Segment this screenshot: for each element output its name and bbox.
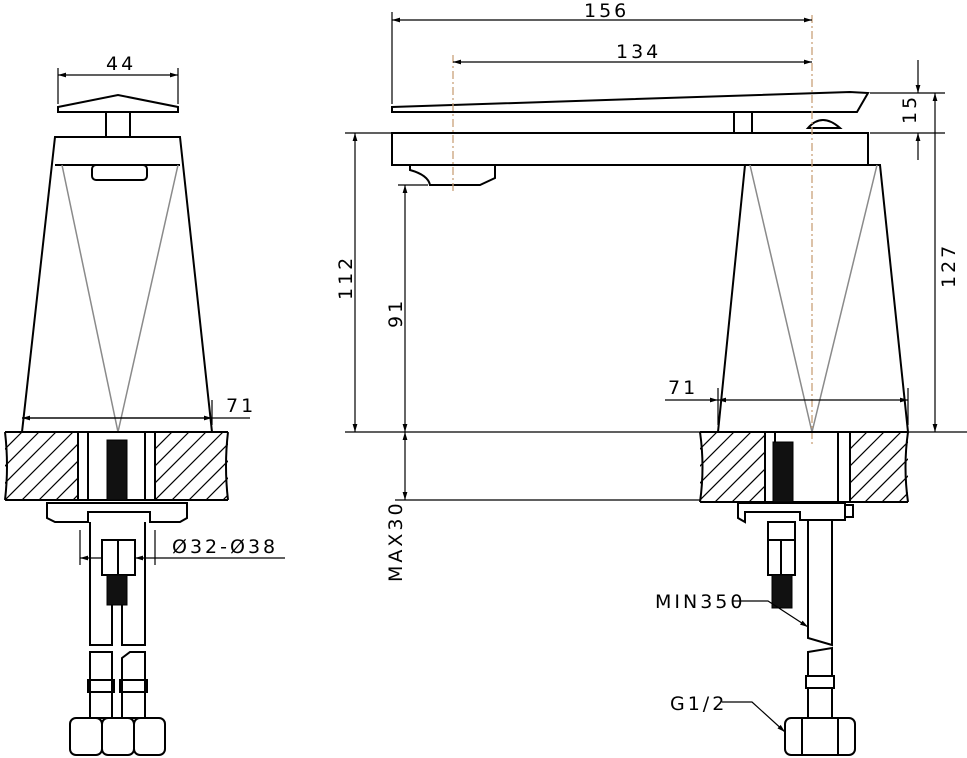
thread-label: G1/2: [670, 693, 727, 715]
hatch-line: [957, 432, 967, 512]
tap-body: [20, 136, 214, 433]
hatch-line: [5, 432, 57, 484]
hatch-line: [824, 432, 904, 512]
hatch-line: [5, 432, 23, 450]
hatch-line: [700, 432, 752, 484]
hatch-line: [188, 460, 228, 500]
tap-body-side: [716, 164, 910, 433]
hatch-line: [55, 477, 78, 500]
hatch-line: [5, 432, 74, 500]
hatch-line: [731, 468, 765, 502]
hatch-line: [756, 432, 836, 512]
base-width-right-label: 71: [668, 377, 698, 399]
hatch-line: [700, 432, 735, 467]
max-thickness-label: MAX30: [385, 500, 407, 582]
spout-thickness-label: 15: [899, 94, 921, 124]
hatch-line: [850, 432, 902, 484]
front-view: Ø32-Ø38 44 71: [4, 53, 393, 756]
hatch-line: [72, 494, 78, 500]
connection-nut: [784, 717, 856, 756]
hose-length-label: MIN350: [655, 591, 745, 613]
hatch-line: [850, 441, 908, 501]
handle: [57, 93, 179, 113]
handle-width-label: 44: [106, 53, 136, 75]
hatch-line: [155, 432, 173, 450]
spout: [391, 132, 869, 166]
hatch-line: [155, 432, 190, 467]
hatch-line: [881, 475, 908, 502]
spout-reach-label: 134: [616, 41, 661, 63]
hatch-line: [906, 432, 967, 512]
hatch-line: [38, 460, 78, 500]
hatch-line: [841, 432, 921, 512]
hatch-line: [858, 432, 938, 512]
hatch-line: [155, 432, 224, 500]
hatch-line: [5, 432, 6, 433]
hatch-line: [898, 492, 908, 502]
base-width-left-label: 71: [226, 395, 256, 417]
handle-stem: [105, 111, 131, 138]
hatch-line: [714, 451, 765, 502]
total-length-label: 156: [584, 0, 629, 22]
hatch-line: [940, 432, 967, 512]
hatch-line: [155, 432, 207, 484]
hole-diameter-label: Ø32-Ø38: [172, 536, 278, 558]
hatch-line: [245, 432, 325, 512]
threaded-rod: [106, 439, 128, 501]
hatch-line: [296, 432, 376, 512]
hatch-line: [850, 432, 885, 467]
hatch-line: [228, 432, 308, 512]
hatch-line: [864, 458, 908, 502]
hatch-line: [21, 443, 78, 500]
countertop-section-left: [700, 432, 938, 512]
hatch-line: [262, 432, 342, 512]
countertop-section-right: [850, 432, 967, 512]
spout-height-label: 112: [335, 255, 357, 300]
countertop-section-left: [5, 432, 78, 500]
hatch-line: [807, 432, 887, 512]
hatch-line: [5, 432, 40, 467]
hatch-line: [748, 485, 765, 502]
hatch-line: [222, 494, 228, 500]
hatch-line: [313, 432, 393, 512]
handle-lever: [391, 90, 870, 113]
hatch-line: [790, 432, 870, 512]
mounting-plate: [46, 502, 188, 523]
hatch-line: [923, 432, 967, 512]
hatch-line: [700, 432, 718, 450]
total-height-label: 127: [938, 243, 960, 288]
hex-nuts: [69, 717, 166, 756]
hatch-line: [279, 432, 359, 512]
hatch-line: [205, 477, 228, 500]
outlet-height-label: 91: [385, 298, 407, 328]
hatch-line: [850, 432, 868, 450]
side-view: MIN350 G1/2 156 134 15 127 112 91 MAX30 …: [335, 0, 967, 756]
